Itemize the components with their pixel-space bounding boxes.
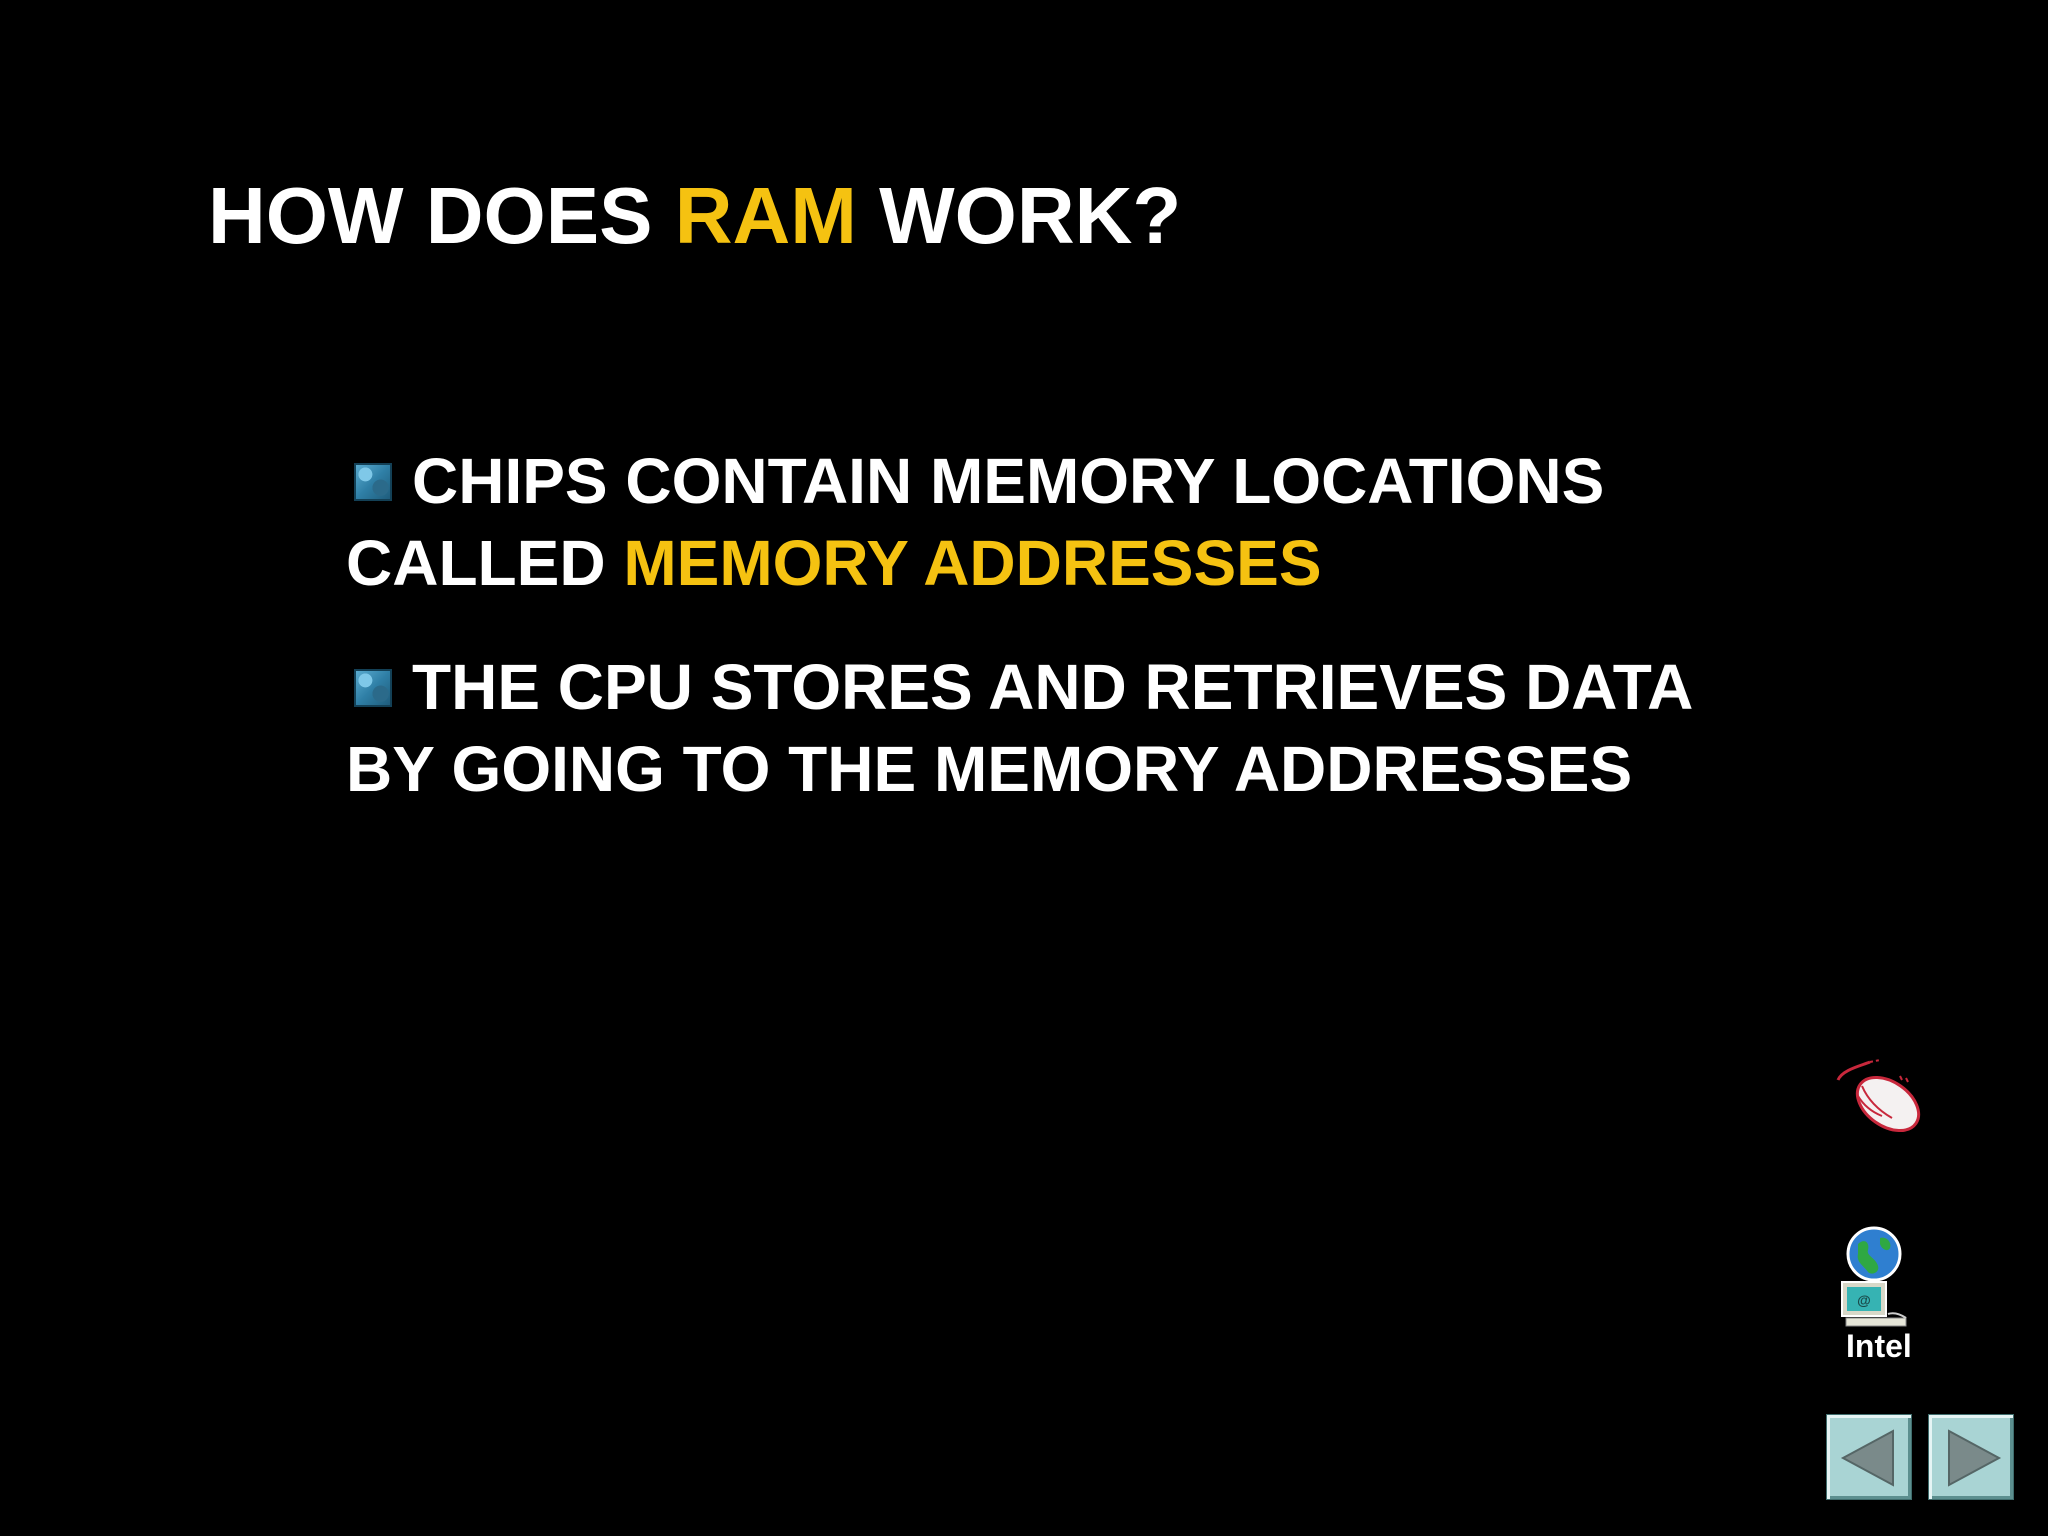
previous-button[interactable] bbox=[1826, 1414, 1912, 1500]
next-button[interactable] bbox=[1928, 1414, 2014, 1500]
svg-text:@: @ bbox=[1857, 1292, 1871, 1308]
slide-title: HOW DOES RAM WORK? bbox=[208, 168, 1181, 264]
title-highlight: RAM bbox=[674, 171, 857, 260]
bullet-line: BY GOING TO THE MEMORY ADDRESSES bbox=[346, 728, 1693, 810]
bullet-item: CHIPS CONTAIN MEMORY LOCATIONS CALLED ME… bbox=[346, 440, 1604, 604]
title-part-2: WORK? bbox=[856, 171, 1182, 260]
bullet-text: BY GOING TO THE MEMORY ADDRESSES bbox=[346, 733, 1633, 805]
bullet-line: THE CPU STORES AND RETRIEVES DATA bbox=[346, 646, 1693, 728]
bullet-line: CALLED MEMORY ADDRESSES bbox=[346, 522, 1604, 604]
bullet-item: THE CPU STORES AND RETRIEVES DATA BY GOI… bbox=[346, 646, 1693, 810]
globe-computer-icon[interactable]: @ bbox=[1836, 1226, 1916, 1336]
bullet-highlight: MEMORY ADDRESSES bbox=[623, 527, 1322, 599]
bullet-line: CHIPS CONTAIN MEMORY LOCATIONS bbox=[346, 440, 1604, 522]
square-bullet-icon bbox=[354, 463, 392, 501]
mouse-icon[interactable] bbox=[1836, 1056, 1936, 1146]
bullet-text: CHIPS CONTAIN MEMORY LOCATIONS bbox=[412, 445, 1605, 517]
intel-link[interactable]: Intel bbox=[1846, 1328, 1912, 1364]
next-arrow-icon bbox=[1948, 1429, 2002, 1487]
bullet-text: CALLED bbox=[346, 527, 624, 599]
title-part-1: HOW DOES bbox=[208, 171, 675, 260]
bullet-text: THE CPU STORES AND RETRIEVES DATA bbox=[412, 651, 1694, 723]
previous-arrow-icon bbox=[1840, 1429, 1894, 1487]
square-bullet-icon bbox=[354, 669, 392, 707]
